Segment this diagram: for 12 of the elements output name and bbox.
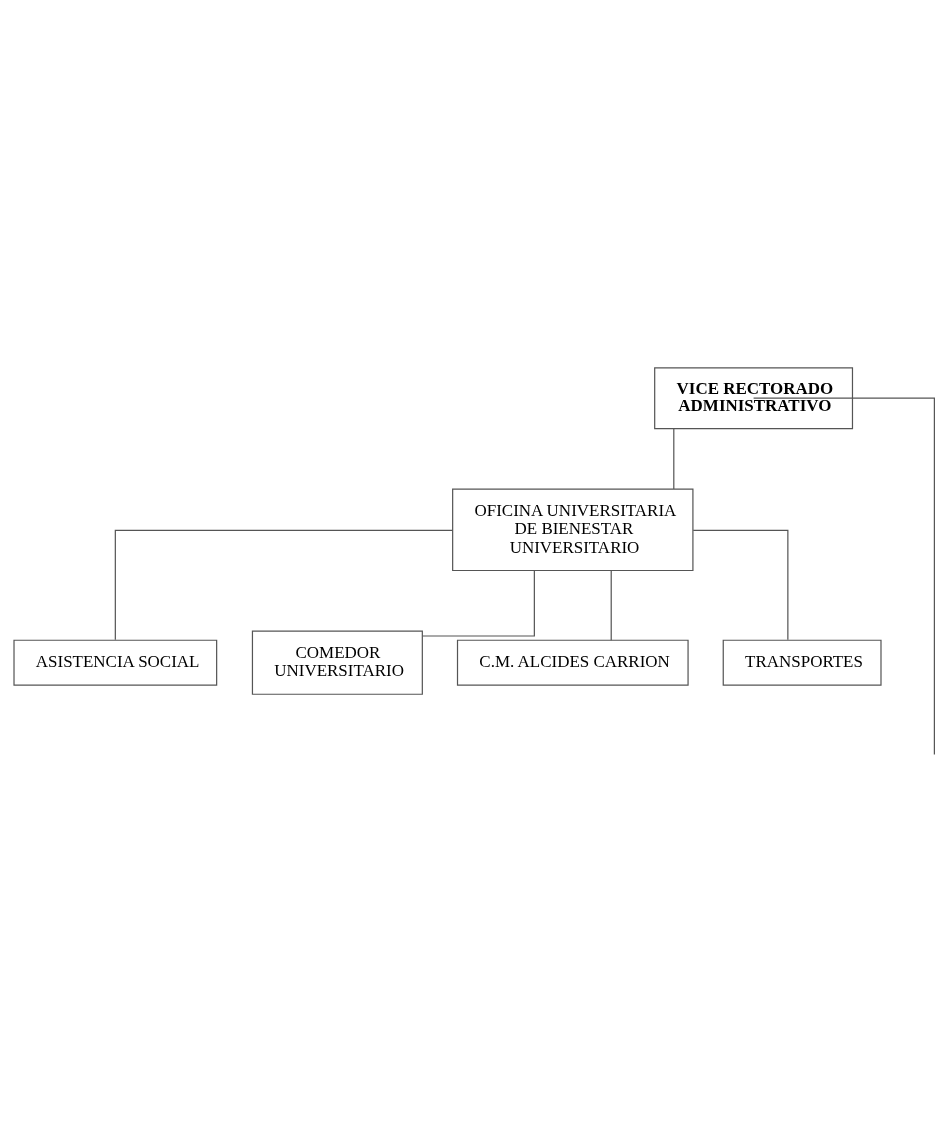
connector [114,529,454,641]
node-box: OFICINA UNIVERSITARIA DE BIENESTAR UNIVERSITARIO [452,488,694,572]
node-box: C.M. ALCIDES CARRION [456,639,689,686]
node-box: VICE RECTORADO ADMINISTRATIVO [654,367,854,430]
connector [692,529,789,641]
connector [753,397,935,756]
node-box: ASISTENCIA SOCIAL [13,639,218,686]
connector [422,570,535,637]
connector [610,570,612,641]
connector [673,428,675,490]
node-box: COMEDOR UNIVERSITARIO [251,630,423,695]
node-box: TRANSPORTES [722,639,882,686]
